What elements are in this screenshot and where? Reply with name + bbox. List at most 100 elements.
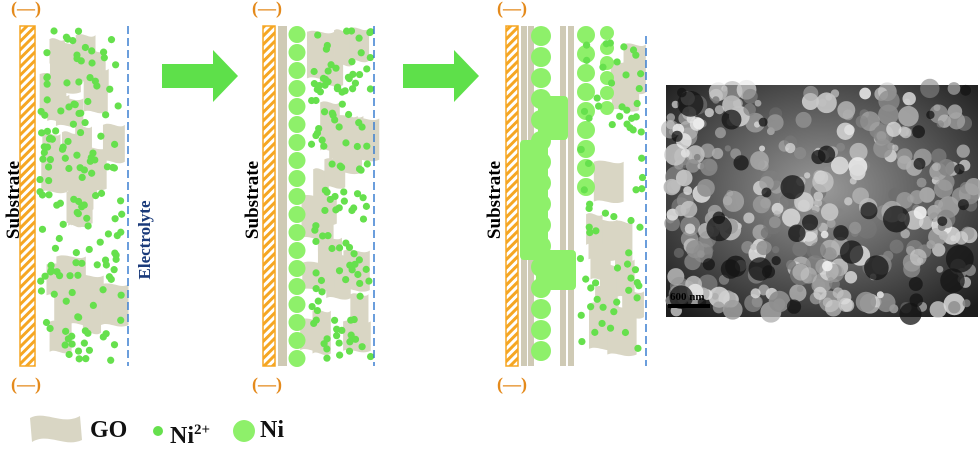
ni-ion: [365, 277, 373, 285]
sem-particle: [876, 131, 887, 142]
sem-particle: [827, 277, 834, 284]
sem-particle: [900, 228, 910, 239]
ni-particle: [531, 320, 551, 340]
ni-ion: [632, 113, 640, 121]
ni-particle: [577, 121, 595, 139]
sem-particle: [792, 263, 810, 281]
ni-ion: [46, 155, 55, 164]
ni-ion: [99, 48, 108, 56]
negative-sign-bottom: (—): [497, 374, 527, 395]
sem-particle: [849, 221, 862, 235]
ni-ion: [332, 206, 340, 214]
ni-particle: [288, 152, 306, 169]
ni-ion: [75, 355, 83, 363]
panel-final-state: (—) Substrate (—): [484, 0, 647, 395]
go-sheet: [623, 43, 646, 95]
ni-ion: [117, 291, 125, 299]
sem-particle: [704, 107, 714, 118]
ni-particle: [288, 80, 306, 97]
negative-sign-top: (—): [252, 0, 282, 19]
sem-particle: [813, 286, 827, 300]
sem-particle: [782, 208, 801, 227]
legend-ni-ion-charge: 2+: [194, 422, 211, 438]
ni-particle: [531, 68, 551, 88]
ni-ion: [80, 339, 88, 347]
ni-ion: [323, 345, 331, 353]
ni-ion: [344, 110, 353, 119]
ni-ion: [46, 324, 54, 333]
ni-ion: [74, 27, 83, 35]
ni-ion: [580, 107, 589, 116]
ni-merged-region: [520, 140, 548, 260]
ni-ion-legend-icon: [153, 426, 163, 436]
ni-particle: [288, 278, 306, 295]
sem-particle: [763, 215, 783, 235]
legend-go-label: GO: [90, 417, 128, 443]
ni-ion: [593, 94, 601, 102]
ni-ion: [110, 341, 119, 349]
sem-shadow: [909, 293, 924, 307]
ni-ion: [351, 335, 360, 343]
ni-ion: [84, 222, 92, 230]
ni-ion: [96, 238, 104, 246]
ni-ion: [599, 63, 607, 71]
sem-particle: [750, 151, 769, 170]
ni-ion: [633, 294, 641, 302]
ni-ion: [55, 234, 63, 243]
ni-ion: [623, 106, 631, 114]
ni-ion: [311, 226, 319, 234]
go-sheet: [301, 194, 329, 240]
ni-ion: [84, 329, 92, 337]
sem-particle: [826, 218, 836, 228]
ni-ion: [607, 79, 616, 87]
ni-ion: [45, 191, 53, 199]
sem-particle: [743, 212, 755, 224]
ni-ion: [109, 163, 117, 172]
sem-particles: [660, 78, 980, 325]
sem-particle: [937, 158, 955, 176]
ni-ion: [56, 199, 64, 207]
ni-ion: [355, 34, 363, 42]
ni-ion: [577, 145, 585, 154]
sem-particle: [859, 87, 872, 100]
ni-ion: [65, 164, 73, 173]
ni-ion: [65, 103, 73, 111]
sem-particle: [711, 292, 719, 300]
ni-ion: [346, 338, 354, 346]
ni-ion: [353, 190, 362, 198]
ni-ion: [351, 79, 360, 87]
negative-sign-bottom: (—): [252, 374, 282, 395]
panel-initial-state: (—) Substrate Electrolyte (—): [3, 0, 154, 395]
sem-shadow: [957, 199, 969, 211]
ni-ion: [73, 208, 81, 217]
go-sheets-layer: [300, 27, 380, 356]
substrate-electrode: [505, 25, 519, 367]
ni-ion: [314, 31, 322, 39]
ni-ion: [616, 112, 624, 120]
ni-ion: [68, 288, 76, 297]
sem-particle: [852, 187, 869, 205]
sem-particle: [855, 115, 869, 128]
ni-ion: [84, 97, 92, 106]
ni-ion: [38, 225, 47, 233]
ni-ion: [333, 332, 341, 340]
sem-particle: [830, 156, 849, 175]
ni-ion: [577, 311, 585, 319]
sem-particle: [883, 250, 894, 261]
ni-ion: [111, 249, 119, 257]
sem-particle: [813, 191, 824, 202]
ni-ion: [591, 328, 599, 336]
sem-shadow: [860, 202, 878, 220]
go-sheet: [615, 220, 633, 273]
negative-sign-bottom: (—): [11, 374, 41, 395]
sem-particle: [855, 291, 877, 313]
ni-ion: [62, 327, 70, 335]
ni-particle: [577, 45, 595, 63]
ni-ion: [324, 67, 332, 75]
sem-particle: [671, 100, 680, 109]
go-sheet: [49, 38, 65, 66]
process-arrow-2: [403, 50, 479, 102]
sem-particle: [803, 231, 818, 247]
ni-ion: [44, 163, 53, 171]
sem-shadow: [780, 175, 805, 200]
